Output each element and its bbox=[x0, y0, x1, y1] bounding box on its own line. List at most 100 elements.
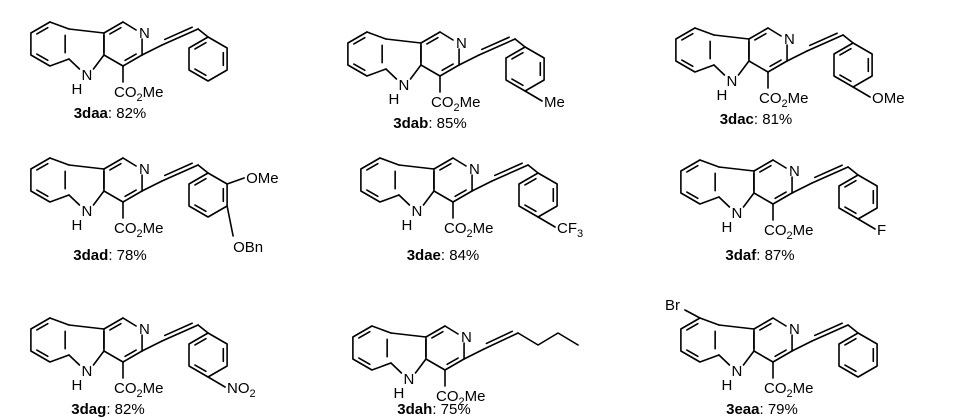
ester-group: CO2Me bbox=[114, 380, 163, 400]
indole-nitrogen: N bbox=[403, 371, 414, 388]
indole-hydrogen: H bbox=[401, 217, 412, 234]
caption-separator: : bbox=[441, 247, 449, 264]
pyridine-bond bbox=[772, 159, 787, 169]
alkenyl-double-bond-inner bbox=[485, 330, 514, 345]
vinyl-double-bond bbox=[161, 28, 199, 46]
benzyloxy-label: OBn bbox=[233, 239, 263, 256]
benzene-bond bbox=[371, 325, 392, 334]
pyrrole-bond bbox=[92, 350, 105, 366]
pyrrole-bond bbox=[385, 68, 398, 80]
compound-caption: 3dac: 81% bbox=[720, 111, 793, 128]
compound-caption: 3daa: 82% bbox=[74, 105, 147, 122]
benzene-bond bbox=[49, 317, 70, 326]
pyridine-bond bbox=[753, 159, 774, 172]
pyridine-bond bbox=[772, 192, 793, 205]
aryl-ring-bond bbox=[518, 172, 558, 218]
pyridine-bond bbox=[767, 27, 782, 37]
pyridine-bond bbox=[122, 190, 143, 203]
ester-group: CO2Me bbox=[759, 90, 808, 110]
pyridine-bond bbox=[122, 350, 143, 363]
pyrrole-bond bbox=[737, 60, 750, 76]
aryl-link-bond bbox=[842, 34, 854, 44]
compound-id: 3dac bbox=[720, 111, 754, 128]
pyrrole-bond bbox=[92, 190, 105, 206]
pyrrole-bond bbox=[68, 164, 105, 170]
pyrrole-bond bbox=[68, 354, 81, 366]
pyridine-bond bbox=[753, 317, 774, 330]
ester-group-main: CO bbox=[114, 220, 137, 237]
aryl-double-bond bbox=[844, 364, 857, 373]
vinyl-bond bbox=[141, 340, 163, 352]
compound-caption: 3dab: 85% bbox=[393, 115, 466, 132]
pyrrole-bond bbox=[742, 192, 755, 208]
benzene-double-bond bbox=[686, 164, 699, 173]
pyridine-double-bond bbox=[441, 63, 454, 72]
alkenyl-double-bond bbox=[483, 332, 519, 350]
vinyl-bond bbox=[786, 50, 808, 62]
vinyl-double-bond-inner bbox=[813, 322, 843, 337]
pyrrole-bond bbox=[68, 324, 105, 330]
ester-group-main: CO bbox=[114, 380, 137, 397]
benzene-double-bond bbox=[366, 162, 379, 171]
pyridine-bond bbox=[103, 54, 124, 67]
pyridine-double-bond bbox=[774, 349, 787, 358]
pyridine-double-bond bbox=[769, 59, 782, 68]
pyridine-nitrogen: N bbox=[469, 161, 480, 178]
benzene-double-bond bbox=[36, 189, 49, 198]
ester-group-subscript: 2 bbox=[137, 228, 143, 240]
pyridine-double-bond bbox=[454, 189, 467, 198]
compound-id: 3eaa bbox=[726, 401, 760, 418]
compound-id: 3daa bbox=[74, 105, 109, 122]
indole-hydrogen: H bbox=[716, 87, 727, 104]
pyridine-bond bbox=[122, 54, 143, 67]
benzene-bond bbox=[379, 157, 400, 166]
fluoro-label: F bbox=[877, 222, 886, 239]
aryl-ring-bond bbox=[505, 46, 545, 92]
aryl-double-bond bbox=[194, 364, 207, 373]
indole-nitrogen: N bbox=[411, 203, 422, 220]
propyl-chain-bond bbox=[517, 332, 579, 346]
pyridine-nitrogen: N bbox=[456, 35, 467, 52]
vinyl-double-bond-inner bbox=[813, 164, 843, 179]
pyridine-double-bond bbox=[124, 349, 137, 358]
pyridine-bond bbox=[425, 325, 446, 338]
benzene-bond bbox=[675, 27, 715, 73]
pyridine-double-bond bbox=[439, 162, 452, 171]
compound-yield: 75% bbox=[441, 401, 471, 418]
pyridine-bond bbox=[122, 157, 137, 167]
pyrrole-bond bbox=[398, 194, 411, 206]
benzene-bond bbox=[30, 21, 70, 67]
benzene-double-bond bbox=[686, 191, 699, 200]
ester-group-subscript: 2 bbox=[782, 98, 788, 110]
pyrrole-bond bbox=[422, 190, 435, 206]
nitro-label-subscript: 2 bbox=[250, 388, 256, 400]
ester-group: CO2Me bbox=[114, 220, 163, 240]
ester-group-tail: Me bbox=[793, 222, 814, 239]
aryl-link-bond bbox=[197, 28, 209, 38]
pyridine-bond bbox=[444, 325, 459, 335]
indole-nitrogen: N bbox=[731, 363, 742, 380]
methyl-bond bbox=[524, 90, 543, 102]
compound-yield: 84% bbox=[449, 247, 479, 264]
pyridine-bond bbox=[420, 64, 441, 77]
vinyl-bond bbox=[791, 340, 813, 352]
methoxy-label: OMe bbox=[872, 90, 905, 107]
compound-yield: 85% bbox=[437, 115, 467, 132]
ester-group-main: CO bbox=[436, 388, 459, 405]
nitro-bond bbox=[207, 376, 226, 388]
compound-id: 3daf bbox=[725, 247, 757, 264]
pyridine-bond bbox=[103, 21, 124, 34]
pyridine-bond bbox=[452, 157, 467, 167]
vinyl-double-bond-inner bbox=[163, 162, 193, 177]
aryl-double-bond bbox=[194, 337, 207, 346]
aryl-double-bond bbox=[194, 177, 207, 186]
pyridine-bond bbox=[772, 350, 793, 363]
pyridine-double-bond bbox=[426, 36, 439, 45]
ester-group-tail: Me bbox=[143, 380, 164, 397]
pyridine-bond bbox=[122, 21, 137, 31]
compound-id: 3dag bbox=[71, 401, 106, 418]
pyridine-double-bond bbox=[109, 162, 122, 171]
ester-group-tail: Me bbox=[465, 388, 486, 405]
